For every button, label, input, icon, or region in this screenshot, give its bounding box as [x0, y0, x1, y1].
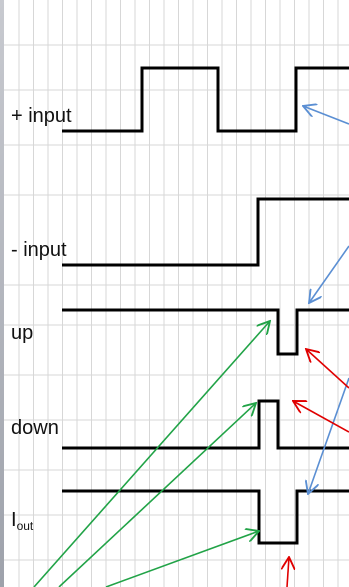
down-waveform — [62, 399, 349, 450]
blue-arrow-iout-edge — [308, 377, 349, 494]
iout-label-main: I — [11, 509, 17, 531]
timing-diagram-panel: + input - input up down Iout — [4, 0, 349, 587]
red-arrow-up-pulse — [306, 349, 349, 389]
blue-arrow-up-edge — [309, 245, 349, 303]
plus-input-label: + input — [11, 105, 72, 127]
minus-input-waveform — [62, 197, 349, 267]
up-waveform — [62, 308, 349, 356]
blue-arrow-plus-edge — [303, 106, 349, 125]
iout-label: Iout — [11, 509, 34, 533]
minus-input-label: - input — [11, 239, 67, 261]
green-arrow-iout — [105, 531, 259, 587]
up-label: up — [11, 322, 33, 344]
iout-waveform — [62, 489, 349, 545]
timing-diagram: + input - input up down Iout — [4, 0, 349, 587]
green-arrow-down — [58, 403, 256, 587]
iout-label-subscript: out — [17, 519, 34, 533]
plus-input-waveform — [62, 66, 349, 133]
red-arrow-down-pulse — [293, 401, 349, 433]
down-label: down — [11, 417, 59, 439]
green-arrow-up — [33, 321, 270, 587]
red-arrow-iout-pulse — [287, 557, 289, 587]
